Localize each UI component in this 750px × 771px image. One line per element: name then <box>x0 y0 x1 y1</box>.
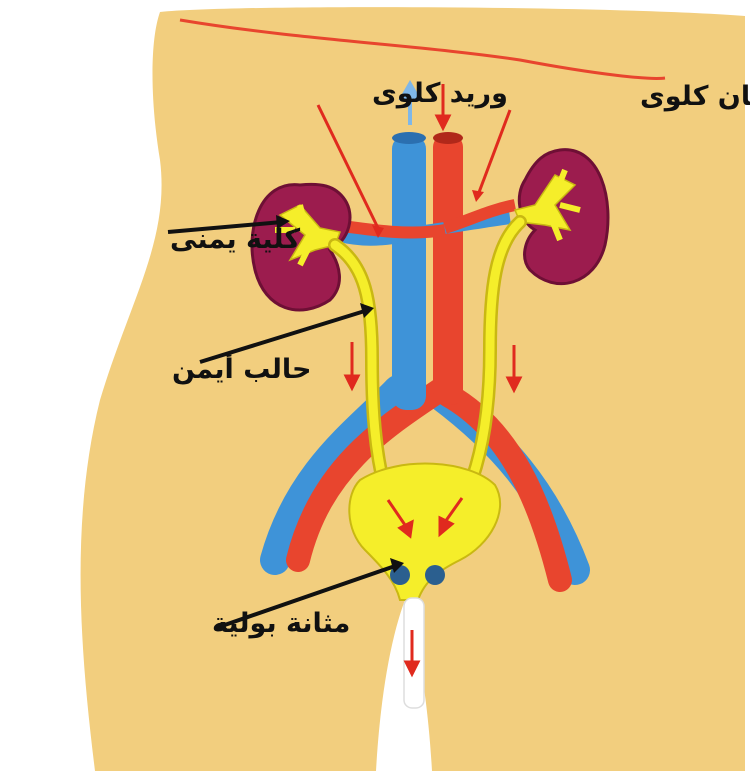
aorta <box>433 135 463 405</box>
aorta-top <box>433 132 463 144</box>
left-renal-artery <box>335 225 445 233</box>
urinary-bladder-label: مثانة بولية <box>212 608 350 639</box>
right-ureter-label: حالب أيمن <box>172 351 312 385</box>
urethra <box>404 598 424 708</box>
renal-vein-label: وريد كلوى <box>372 78 508 109</box>
renal-artery-label: شريان كلوى <box>640 81 750 112</box>
right-kidney-label: كلية يمنى <box>170 224 300 255</box>
vena-cava <box>392 135 426 410</box>
vena-cava-top <box>392 132 426 144</box>
bladder-sphincter-right <box>425 565 445 585</box>
